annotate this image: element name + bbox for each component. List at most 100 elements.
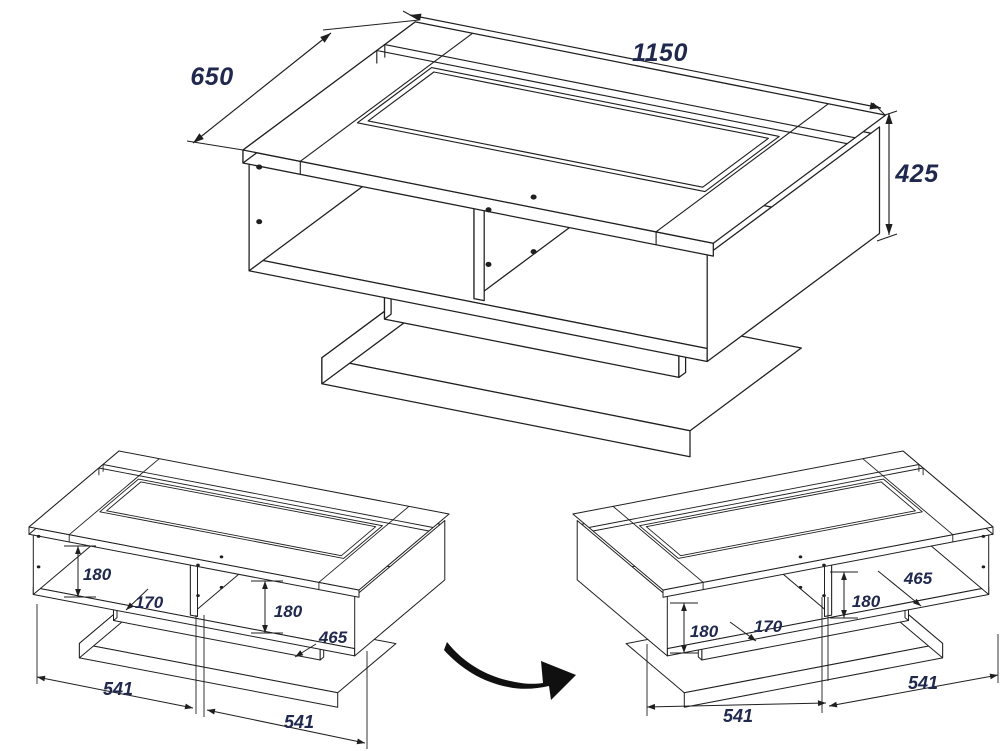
arrowhead: [320, 33, 331, 43]
screw-hole: [822, 594, 826, 598]
arrowhead: [747, 633, 756, 641]
top-detail-line: [592, 467, 924, 532]
dim-label-left-span-l: 541: [103, 679, 133, 699]
detail-left-dimension-lines: [36, 545, 368, 749]
screw-hole: [822, 563, 826, 567]
arrowhead: [75, 589, 81, 597]
dim-label-left-shelf-height-r: 180: [690, 622, 719, 641]
arrowhead: [885, 224, 893, 235]
top-detail-line: [655, 103, 829, 233]
top-detail-line: [103, 464, 434, 528]
dim-label-right-shelf-diagonal-r: 465: [903, 569, 933, 588]
screw-hole: [196, 594, 200, 598]
arrowhead: [262, 581, 268, 589]
glass-panel-frame: [356, 67, 780, 193]
extension-line: [884, 110, 898, 116]
arrowhead: [885, 113, 893, 124]
leader-line: [877, 570, 922, 607]
dim-label-right-shelf-diagonal-l: 465: [318, 628, 348, 647]
arrowhead: [841, 572, 847, 580]
dim-label-depth: 650: [190, 63, 233, 91]
arrowhead: [207, 708, 216, 715]
arrowhead: [295, 650, 304, 657]
top-detail-line: [299, 32, 473, 162]
screw-hole: [196, 563, 200, 567]
dimension-line: [192, 32, 332, 144]
dim-label-right-shelf-height-r: 180: [852, 592, 881, 611]
dim-label-right-shelf-height-l: 180: [274, 602, 303, 621]
top-detail-line: [384, 44, 856, 139]
screw-hole: [36, 534, 41, 538]
arrowhead: [126, 602, 134, 610]
detail-right-dimension-lines: [646, 570, 999, 716]
arrowhead: [184, 703, 193, 710]
screw-hole: [981, 565, 986, 569]
overview-dimension-lines: [186, 10, 898, 242]
dimension-line: [828, 674, 999, 707]
dim-label-left-span-r: 541: [723, 706, 753, 726]
screw-hole: [530, 194, 537, 200]
screw-hole: [219, 585, 224, 589]
arrowhead: [37, 675, 46, 682]
overview-table-drawing: [242, 21, 887, 458]
dim-label-left-shelf-depth-r: 170: [754, 617, 783, 636]
screw-hole: [219, 555, 224, 559]
dim-label-height: 425: [894, 160, 939, 188]
arrowhead: [262, 625, 268, 633]
arrowhead: [356, 738, 365, 745]
screw-hole: [256, 164, 263, 170]
dimension-line: [409, 14, 882, 109]
glass-panel-frame: [645, 481, 916, 557]
arrowhead: [75, 546, 81, 554]
screw-hole: [36, 565, 41, 569]
arrowhead: [989, 673, 998, 680]
dimension-line: [206, 709, 366, 744]
glass-panel-frame: [99, 478, 383, 559]
dim-label-length: 1150: [632, 39, 688, 67]
arrowhead: [681, 603, 687, 611]
glass-panel-frame: [639, 478, 923, 559]
arrowhead: [647, 703, 656, 710]
extension-line: [322, 19, 420, 31]
top-detail-line: [862, 458, 954, 536]
screw-hole: [798, 555, 803, 559]
arrowhead: [841, 610, 847, 618]
dim-label-right-span-l: 541: [284, 712, 314, 732]
extension-line: [402, 10, 420, 21]
top-detail-line: [98, 467, 430, 532]
face-divider-front: [473, 204, 485, 302]
dimension-line: [646, 702, 827, 708]
screw-hole: [530, 249, 537, 255]
screw-hole: [485, 261, 492, 267]
dim-label-left-shelf-depth-l: 170: [135, 593, 164, 612]
screw-hole: [485, 207, 492, 213]
screw-hole: [981, 534, 986, 538]
extension-line: [186, 140, 244, 151]
top-detail-line: [612, 506, 704, 583]
extension-line: [876, 233, 898, 242]
dimension-line: [36, 676, 194, 709]
top-detail-line: [376, 49, 848, 145]
arrowhead: [913, 598, 921, 606]
dim-label-left-shelf-height-l: 180: [83, 565, 112, 584]
arrowhead: [410, 13, 422, 21]
top-detail-line: [318, 506, 410, 583]
arrowhead: [829, 701, 838, 708]
glass-panel-frame: [367, 71, 769, 188]
detail-left-table-drawing: [28, 450, 450, 708]
top-detail-line: [68, 458, 160, 536]
face-right-panel: [706, 126, 881, 363]
face-slab-top: [28, 450, 450, 591]
screw-hole: [256, 219, 263, 225]
arrowhead: [681, 645, 687, 653]
arrowhead: [193, 133, 204, 143]
top-detail-line: [588, 464, 919, 528]
extension-line: [872, 102, 886, 116]
rotation-arrow-icon: [444, 642, 576, 700]
glass-panel-frame: [106, 481, 377, 557]
detail-right-table-drawing: [572, 450, 994, 708]
face-divider-front: [189, 562, 198, 617]
face-slab-top: [572, 450, 994, 591]
